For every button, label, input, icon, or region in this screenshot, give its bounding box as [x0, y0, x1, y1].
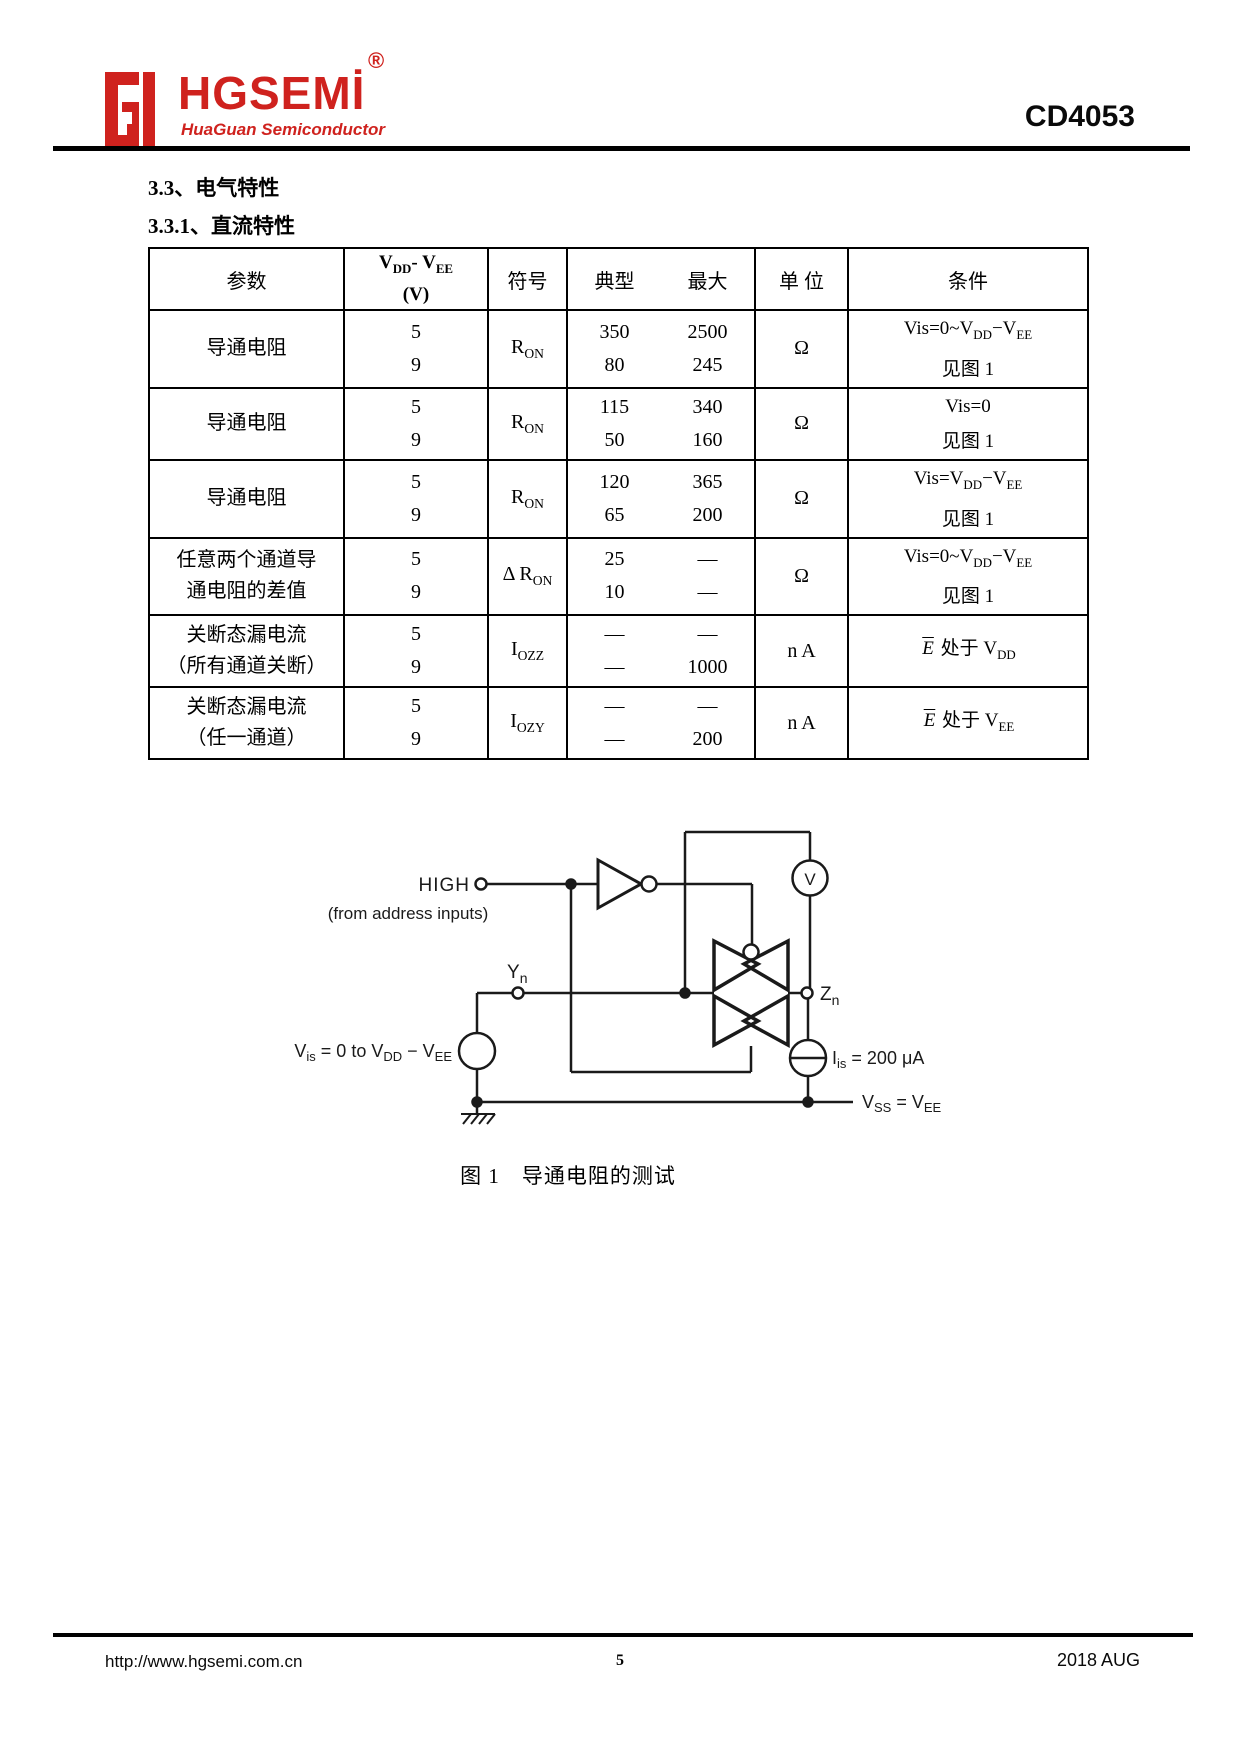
col-header-max: 最大 [687, 270, 728, 293]
voltmeter-icon [791, 859, 829, 897]
voltage-source-icon [457, 1031, 497, 1071]
high-terminal [474, 877, 488, 891]
cell-typ-max: ———1000 [566, 614, 756, 689]
col-header-typ-max: 典型 最大 [566, 247, 756, 311]
brand-name: HGSEMİ [178, 67, 366, 119]
footer-date: 2018 AUG [1056, 1650, 1140, 1670]
cell-parameter: 关断态漏电流（任一通道） [148, 686, 345, 761]
figure-caption: 图 1 导通电阻的测试 [460, 1164, 676, 1188]
transmission-gate-icon [712, 938, 790, 1048]
cell-unit: Ω [754, 536, 849, 617]
zn-terminal [800, 986, 814, 1000]
cell-condition: E 处于 VEE [847, 686, 1089, 761]
iis-label: Iis = 200 μA [832, 1048, 924, 1071]
col-header-param: 参数 [148, 247, 345, 311]
cell-unit: Ω [754, 386, 849, 461]
yn-label: Yn [507, 962, 527, 986]
ground-icon [461, 1102, 496, 1125]
cell-symbol: IOZY [487, 686, 568, 761]
cell-symbol: RON [487, 458, 568, 539]
junction-dot [802, 1096, 814, 1108]
cell-symbol: RON [487, 386, 568, 461]
cell-parameter: 关断态漏电流（所有通道关断） [148, 614, 345, 689]
inverter-icon [596, 857, 645, 911]
col-header-unit: 单 位 [754, 247, 849, 311]
test-circuit-figure: V HIGH (from address inputs) Yn Zn Vis =… [294, 830, 942, 1125]
col-header-condition: 条件 [847, 247, 1089, 311]
footer-url: http://www.hgsemi.com.cn [105, 1652, 303, 1671]
vis-label: Vis = 0 to VDD − VEE [294, 1041, 452, 1064]
header-divider [53, 146, 1190, 151]
cell-symbol: RON [487, 309, 568, 389]
high-label: HIGH [419, 875, 471, 896]
cell-parameter: 任意两个通道导通电阻的差值 [148, 536, 345, 617]
cell-unit: Ω [754, 458, 849, 539]
cell-unit: Ω [754, 309, 849, 389]
part-number: CD4053 [1024, 100, 1135, 133]
section-title-electrical: 3.3、电气特性 [148, 176, 280, 200]
cell-symbol: Δ RON [487, 536, 568, 617]
from-address-label: (from address inputs) [328, 904, 489, 923]
col-header-symbol: 符号 [487, 247, 568, 311]
voltmeter-label: V [804, 870, 816, 889]
cell-parameter: 导通电阻 [148, 386, 345, 461]
cell-unit: n A [754, 686, 849, 761]
zn-label: Zn [820, 984, 839, 1008]
cell-unit: n A [754, 614, 849, 689]
junction-dot [679, 987, 691, 999]
col-header-vdd: VDD- VEE (V) [343, 247, 489, 311]
cell-parameter: 导通电阻 [148, 309, 345, 389]
table-header-row: 参数 VDD- VEE (V) 符号 典型 最大 单 位 条件 [148, 247, 1089, 311]
junction-dot [565, 878, 577, 890]
cell-condition: E 处于 VDD [847, 614, 1089, 689]
tg-control-bubble-icon [742, 943, 760, 961]
inverter-bubble-icon [640, 875, 658, 893]
current-source-icon [788, 1038, 828, 1078]
vss-label: VSS = VEE [862, 1092, 942, 1115]
footer-divider [53, 1633, 1193, 1637]
section-title-dc: 3.3.1、直流特性 [148, 214, 295, 238]
cell-typ-max: ———200 [566, 686, 756, 761]
hgsemi-logo-icon [105, 72, 155, 148]
page-number: 5 [616, 1652, 624, 1669]
registered-trademark-icon: ® [368, 48, 385, 73]
yn-terminal [511, 986, 525, 1000]
brand-tagline: HuaGuan Semiconductor [181, 120, 386, 139]
cell-parameter: 导通电阻 [148, 458, 345, 539]
col-header-typ: 典型 [594, 270, 635, 293]
cell-symbol: IOZZ [487, 614, 568, 689]
